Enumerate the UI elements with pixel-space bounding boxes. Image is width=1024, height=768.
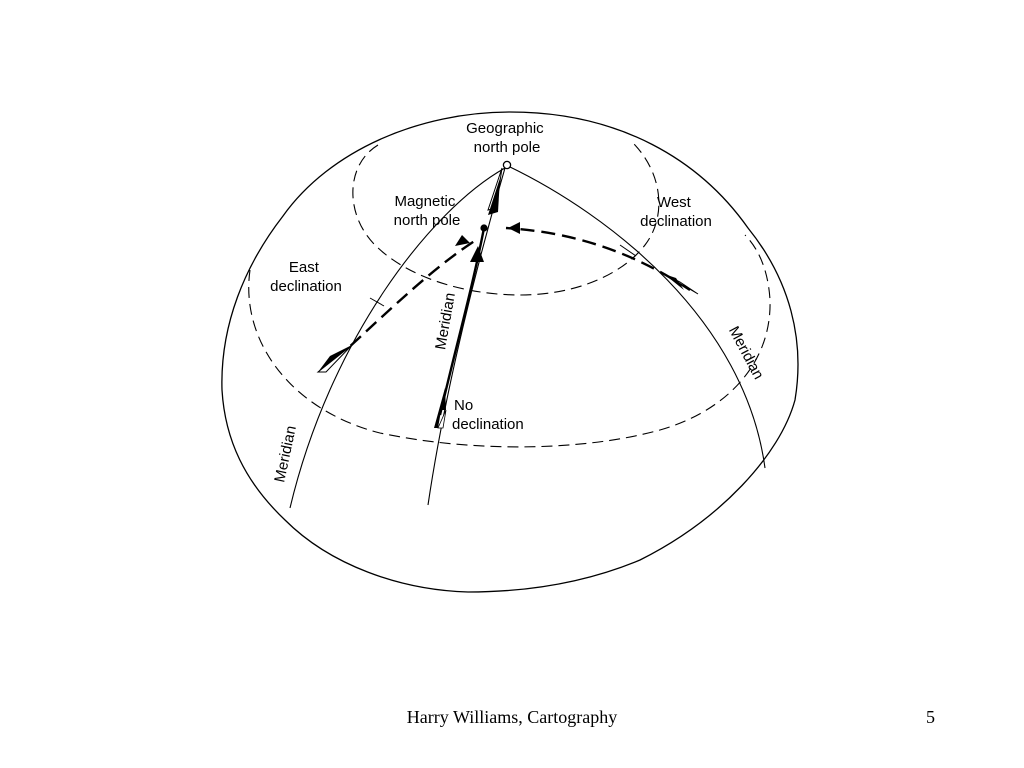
east-declination-label-line1: East (289, 259, 320, 276)
magnetic-pole-label-line2: north pole (394, 212, 461, 229)
east-declination-line (334, 238, 477, 361)
geographic-pole-label: Geographic north pole (466, 120, 548, 156)
magnetic-pole-label-line1: Magnetic (394, 193, 455, 210)
page-number: 5 (926, 707, 935, 727)
compass-needle-west (663, 273, 699, 295)
west-declination-arrowhead (508, 222, 520, 234)
geographic-north-pole-marker (502, 160, 512, 170)
no-declination-label: No declination (452, 397, 524, 433)
magnetic-pole-label: Magnetic north pole (394, 193, 461, 229)
no-declination-label-line2: declination (452, 416, 524, 433)
meridian-right-line (507, 165, 766, 469)
west-declination-label-line2: declination (640, 213, 712, 230)
east-declination-arrowhead (455, 235, 470, 246)
hemisphere-outline (221, 111, 799, 593)
west-angle-mark (619, 244, 637, 257)
no-declination-label-line1: No (454, 397, 473, 414)
footer-title: Harry Williams, Cartography (406, 707, 618, 727)
meridian-left-line (289, 167, 506, 509)
meridian-right-label: Meridian (725, 323, 767, 382)
geographic-pole-label-line2: north pole (474, 139, 541, 156)
compass-needle-pole (487, 167, 503, 215)
no-declination-arrowhead (470, 246, 484, 262)
geographic-pole-label-line1: Geographic (466, 120, 544, 137)
polar-circle (352, 139, 660, 296)
west-declination-label-line1: West (657, 194, 692, 211)
east-declination-label-line2: declination (270, 278, 342, 295)
west-declination-line (505, 226, 691, 291)
meridian-left-label: Meridian (271, 424, 300, 484)
east-declination-label: East declination (270, 259, 342, 295)
meridian-center-label: Meridian (432, 291, 459, 351)
compass-needle-center (434, 388, 447, 429)
east-angle-mark (369, 297, 385, 307)
compass-needle-east (316, 344, 353, 373)
magnetic-north-pole-marker (480, 224, 488, 232)
west-declination-label: West declination (640, 194, 712, 230)
